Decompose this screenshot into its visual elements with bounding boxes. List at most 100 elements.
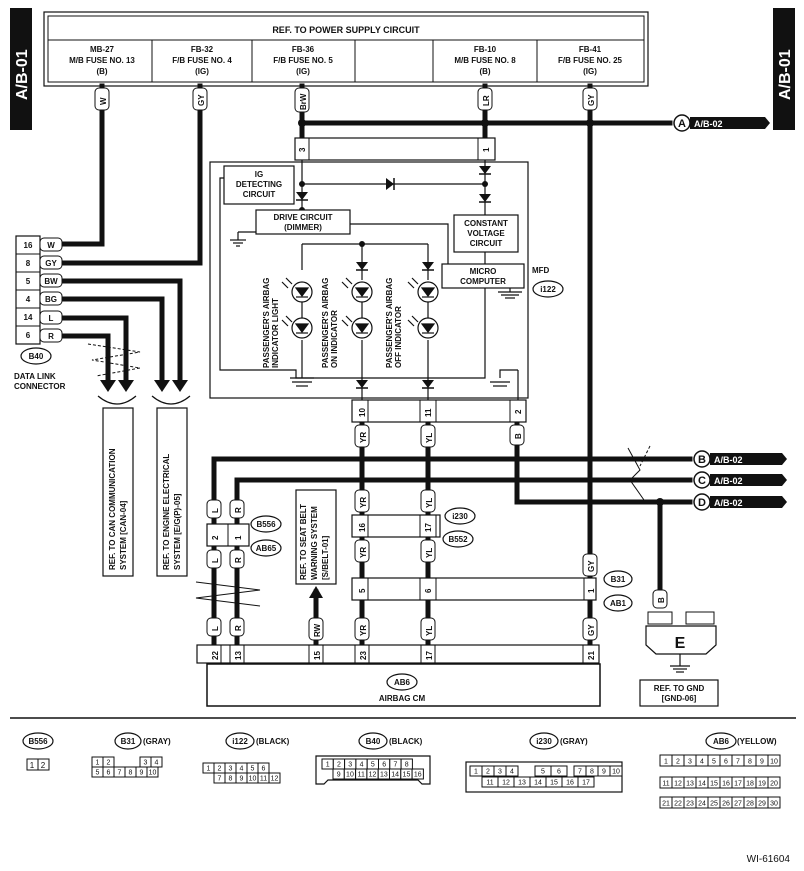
- ref-c: C A/B-02: [693, 471, 787, 489]
- document-id: WI-61604: [747, 854, 791, 865]
- rw-arrow: [309, 586, 323, 598]
- pin-number: 2: [218, 766, 222, 773]
- pin-number: 1: [474, 769, 478, 776]
- pin-number: 4: [360, 762, 364, 769]
- pin-number: 8: [229, 776, 233, 783]
- svg-text:(IG): (IG): [296, 67, 310, 76]
- svg-text:1: 1: [587, 588, 596, 593]
- wire-label-brw: BrW: [294, 87, 310, 113]
- connector-b31-ab1: 5 6 1 B31 AB1: [351, 570, 633, 612]
- svg-text:BrW: BrW: [299, 93, 308, 110]
- mfd-label: MFD: [532, 266, 550, 275]
- pin-number: 1: [96, 760, 100, 767]
- ab6-pin-row: 22 13 15 23 17 21: [196, 644, 600, 664]
- svg-text:OFF INDICATOR: OFF INDICATOR: [394, 306, 403, 368]
- power-supply-title: REF. TO POWER SUPPLY CIRCUIT: [272, 25, 420, 35]
- pin-number: 9: [602, 769, 606, 776]
- svg-text:FB-32: FB-32: [191, 45, 214, 54]
- pin-number: 16: [722, 781, 730, 788]
- pin-number: 15: [710, 781, 718, 788]
- pin-number: 5: [96, 770, 100, 777]
- pin-number: 4: [700, 759, 704, 766]
- pin-number: 7: [393, 762, 397, 769]
- pin-number: 10: [612, 769, 620, 776]
- pin-number: 15: [550, 780, 558, 787]
- pin-number: 15: [403, 772, 411, 779]
- break-mark-right-2: [639, 445, 651, 467]
- svg-text:REF. TO SEAT BELT: REF. TO SEAT BELT: [299, 504, 308, 580]
- pin-number: 2: [107, 760, 111, 767]
- wire-label-gy-1: GY: [192, 87, 208, 111]
- pin-number: 2: [486, 769, 490, 776]
- svg-text:YR: YR: [359, 432, 368, 443]
- pin-number: 17: [734, 781, 742, 788]
- svg-text:8: 8: [26, 259, 31, 268]
- svg-text:(GRAY): (GRAY): [560, 737, 588, 746]
- wire-label-lr: LR: [477, 87, 493, 111]
- wire-labels-mid: YR YL B YR YL YR YL GY YR YL GY RW L R L…: [206, 424, 668, 641]
- svg-text:(IG): (IG): [195, 67, 209, 76]
- svg-text:L: L: [211, 508, 220, 513]
- svg-text:PASSENGER'S AIRBAG: PASSENGER'S AIRBAG: [385, 278, 394, 368]
- pin-number: 7: [218, 776, 222, 783]
- svg-text:B40: B40: [29, 352, 44, 361]
- svg-text:6: 6: [26, 331, 31, 340]
- svg-text:BG: BG: [45, 295, 57, 304]
- svg-text:DETECTING: DETECTING: [236, 180, 282, 189]
- svg-text:PASSENGER'S AIRBAG: PASSENGER'S AIRBAG: [321, 278, 330, 368]
- svg-text:13: 13: [234, 651, 243, 660]
- pin-number: 12: [369, 772, 377, 779]
- svg-text:YR: YR: [359, 625, 368, 636]
- svg-text:CONSTANT: CONSTANT: [464, 219, 508, 228]
- pin-cell: [577, 776, 595, 788]
- svg-text:LR: LR: [482, 95, 491, 106]
- svg-text:A/B-02: A/B-02: [694, 119, 723, 129]
- pin-number: 8: [590, 769, 594, 776]
- svg-text:3: 3: [298, 147, 307, 152]
- pin-number: 9: [140, 770, 144, 777]
- svg-text:(YELLOW): (YELLOW): [737, 737, 777, 746]
- indicator-light-label: PASSENGER'S AIRBAG INDICATOR LIGHT: [262, 278, 280, 368]
- pin-number: 22: [674, 801, 682, 808]
- svg-text:2: 2: [514, 409, 523, 414]
- pin-number: 1: [664, 759, 668, 766]
- pin-number: 6: [382, 762, 386, 769]
- svg-text:COMPUTER: COMPUTER: [460, 277, 506, 286]
- pin-number: 9: [760, 759, 764, 766]
- svg-text:16: 16: [24, 241, 33, 250]
- svg-text:W: W: [47, 241, 55, 250]
- svg-text:F/B FUSE NO. 25: F/B FUSE NO. 25: [558, 56, 623, 65]
- fuse-fb10: FB-10 M/B FUSE NO. 8 (B): [454, 45, 516, 76]
- svg-text:17: 17: [424, 523, 433, 532]
- svg-text:A/B-02: A/B-02: [714, 498, 743, 508]
- svg-text:i122: i122: [232, 737, 248, 746]
- pin-number: 13: [686, 781, 694, 788]
- thick-wires: [59, 83, 693, 648]
- svg-text:10: 10: [358, 408, 367, 417]
- pin-number: 25: [710, 801, 718, 808]
- pin-number: 4: [510, 769, 514, 776]
- pin-cell: [268, 772, 281, 784]
- left-page-tab-label: A/B-01: [14, 49, 31, 100]
- pin-number: 23: [686, 801, 694, 808]
- break-mark-right: [627, 447, 645, 501]
- svg-text:B31: B31: [121, 737, 136, 746]
- pin-number: 26: [722, 801, 730, 808]
- svg-text:SYSTEM [CAN-04]: SYSTEM [CAN-04]: [119, 500, 128, 570]
- svg-text:REF. TO GND: REF. TO GND: [654, 684, 705, 693]
- svg-text:1: 1: [30, 761, 35, 770]
- svg-text:14: 14: [24, 313, 33, 322]
- svg-text:A/B-02: A/B-02: [714, 476, 743, 486]
- fuse-fb32: FB-32 F/B FUSE NO. 4 (IG): [172, 45, 232, 76]
- svg-text:YL: YL: [425, 548, 434, 558]
- svg-text:2: 2: [41, 761, 46, 770]
- pin-number: 18: [746, 781, 754, 788]
- svg-text:W: W: [99, 97, 108, 105]
- svg-text:M/B FUSE NO. 13: M/B FUSE NO. 13: [69, 56, 135, 65]
- svg-text:VOLTAGE: VOLTAGE: [467, 229, 505, 238]
- legend-b556: B556 1 2: [22, 732, 54, 771]
- pin-number: 14: [698, 781, 706, 788]
